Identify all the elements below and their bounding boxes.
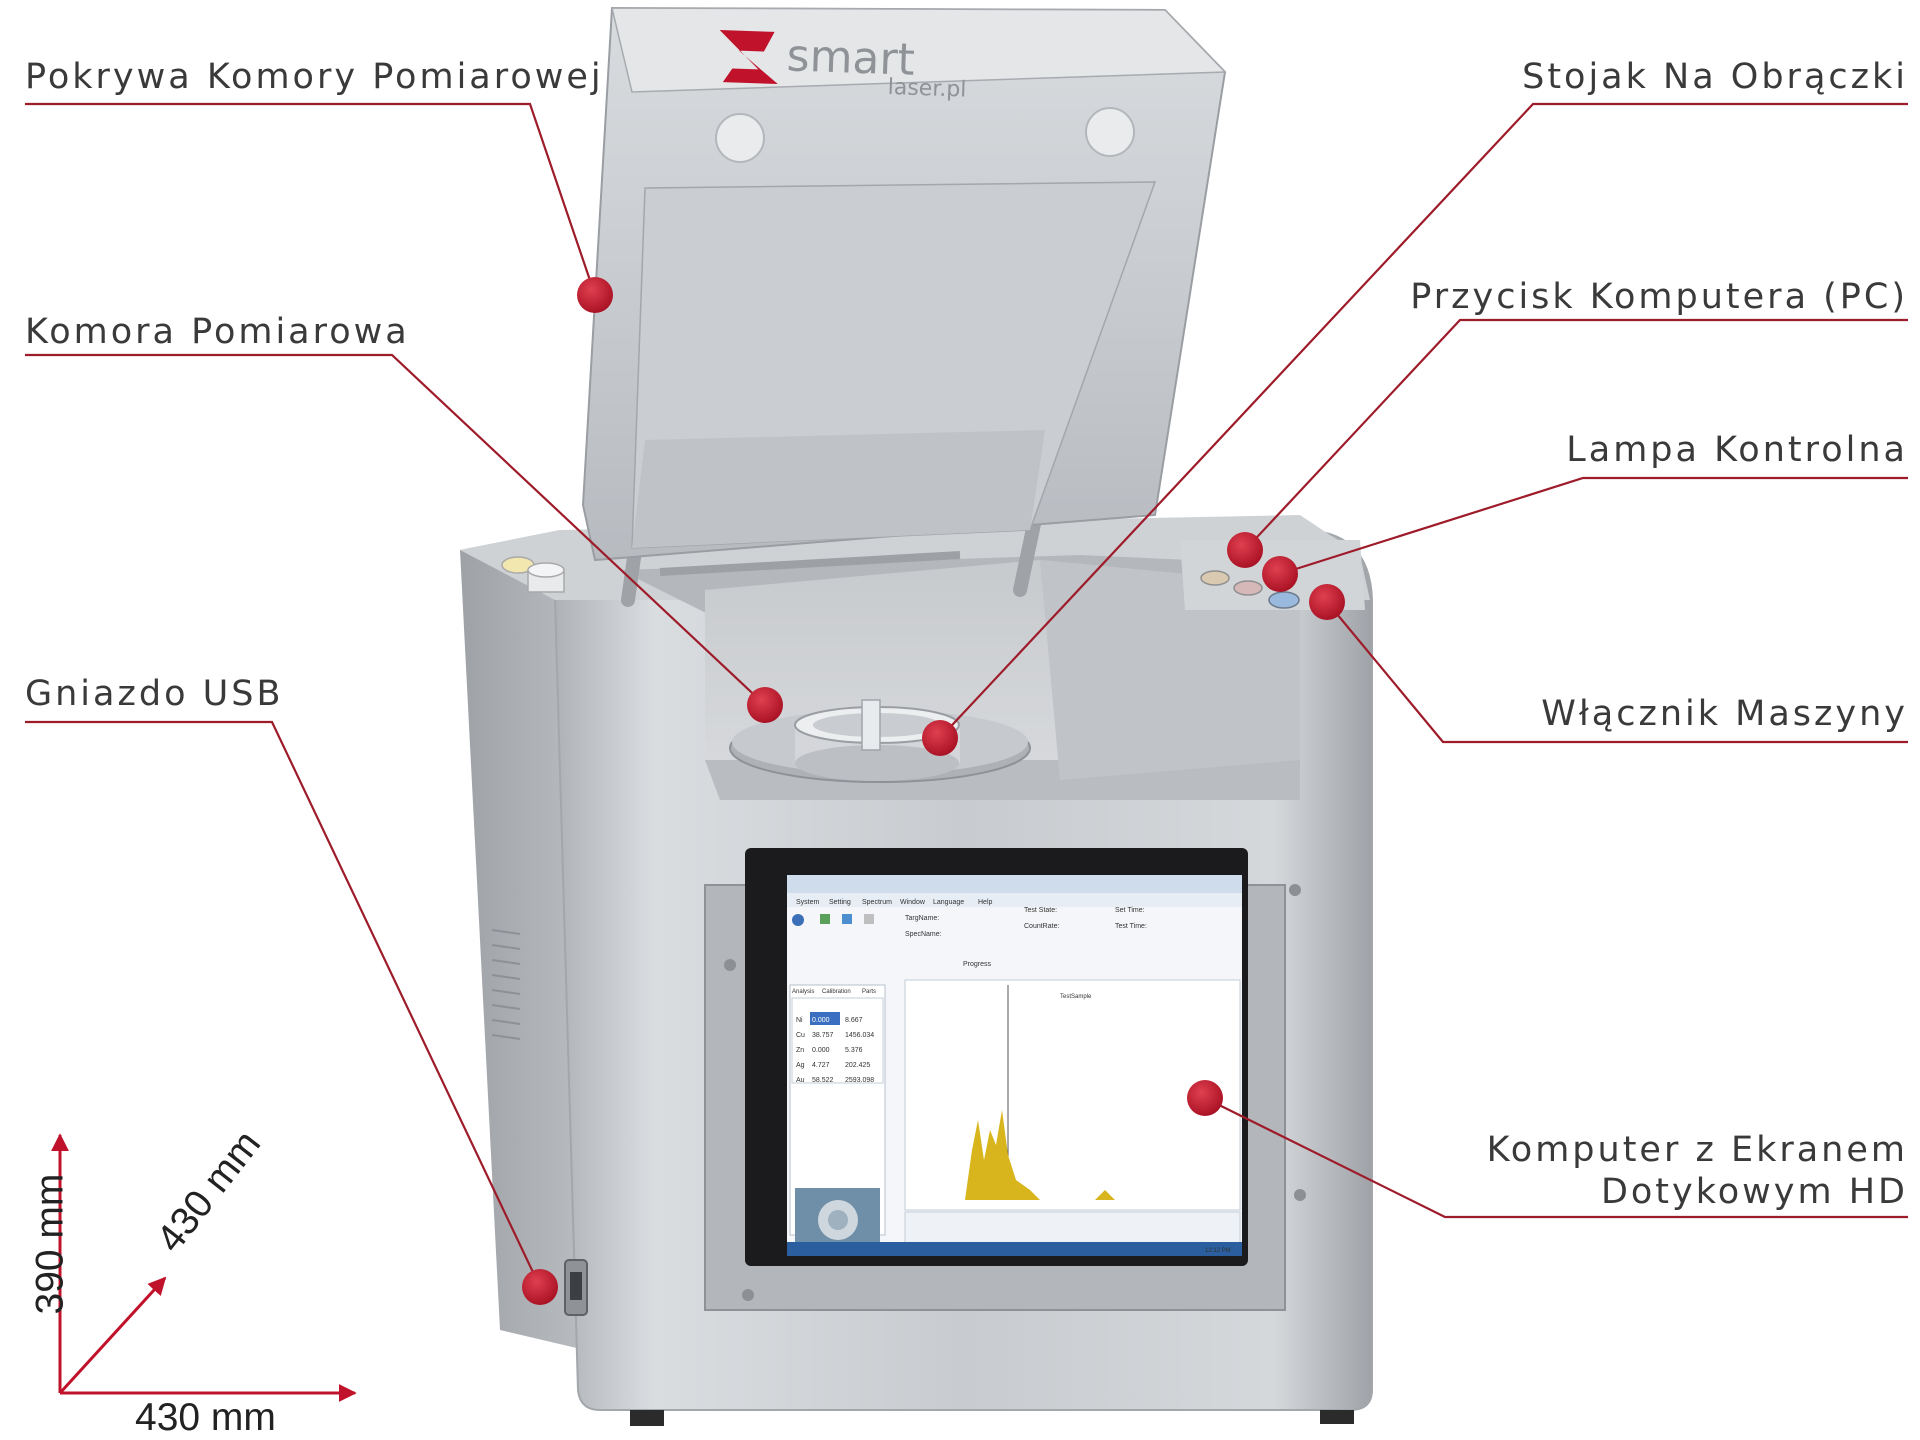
label-power: Włącznik Maszyny [1541, 694, 1908, 734]
menu-help[interactable]: Help [978, 899, 993, 906]
menu-spectrum[interactable]: Spectrum [862, 899, 892, 906]
svg-text:202.425: 202.425 [845, 1062, 870, 1069]
svg-text:4.727: 4.727 [812, 1062, 830, 1069]
svg-text:2593.098: 2593.098 [845, 1077, 874, 1084]
tab-analysis[interactable]: Analysis [792, 989, 814, 995]
usb-port [564, 1259, 588, 1316]
lid-pad-left [715, 113, 765, 163]
menu-language[interactable]: Language [933, 899, 964, 906]
side-vent [491, 929, 521, 1040]
label-usb: Gniazdo USB [25, 674, 284, 714]
svg-text:5.376: 5.376 [845, 1047, 863, 1054]
results-table: Ni Cu Zn Ag Au 0.000 38.757 0.000 4.727 … [791, 997, 884, 1084]
label-lid: Pokrywa Komory Pomiarowej [25, 57, 604, 97]
svg-text:58.522: 58.522 [812, 1077, 834, 1084]
brand-logo: smart laser.pl [719, 29, 967, 103]
dim-width: 430 mm [135, 1396, 276, 1439]
left-top-fittings [501, 556, 565, 593]
control-buttons [1200, 570, 1300, 609]
svg-text:SpecName:: SpecName: [905, 931, 942, 938]
svg-text:Test State:: Test State: [1024, 907, 1057, 914]
svg-text:Ag: Ag [796, 1062, 805, 1069]
tab-parts[interactable]: Parts [862, 989, 876, 995]
screen-toolbar [792, 914, 874, 926]
label-chamber: Komora Pomiarowa [25, 312, 410, 352]
dot-chamber [747, 687, 783, 723]
dot-pc-button [1227, 532, 1263, 568]
svg-text:12:12 PM: 12:12 PM [1205, 1248, 1231, 1254]
dot-power [1309, 584, 1345, 620]
svg-text:TargName:: TargName: [905, 915, 939, 922]
svg-text:Au: Au [796, 1077, 805, 1084]
dimension-arrows [51, 1133, 357, 1402]
dot-stand [922, 720, 958, 756]
tab-calibration[interactable]: Calibration [822, 989, 851, 995]
svg-text:0.000: 0.000 [812, 1017, 830, 1024]
label-computer-line1: Komputer z Ekranem [1486, 1130, 1908, 1170]
label-stand: Stojak Na Obrączki [1522, 57, 1908, 97]
svg-text:8.667: 8.667 [845, 1017, 863, 1024]
lid-pad-right [1085, 107, 1135, 157]
label-computer-line2: Dotykowym HD [1600, 1172, 1908, 1212]
ring-stand [794, 699, 960, 781]
dot-computer [1187, 1080, 1223, 1116]
svg-text:Test Time:: Test Time: [1115, 923, 1147, 930]
svg-text:Set Time:: Set Time: [1115, 907, 1145, 914]
dim-height: 390 mm [28, 1173, 72, 1315]
spectrum-peaks [912, 1110, 1200, 1200]
svg-text:TestSample: TestSample [1060, 994, 1092, 1000]
taskbar [787, 1242, 1242, 1256]
menu-system[interactable]: System [796, 899, 820, 906]
label-lamp: Lampa Kontrolna [1566, 430, 1908, 470]
svg-text:0.000: 0.000 [812, 1047, 830, 1054]
spectrum-chart [904, 979, 1241, 1211]
menu-window[interactable]: Window [900, 899, 926, 906]
svg-text:Ni: Ni [796, 1017, 803, 1024]
svg-text:38.757: 38.757 [812, 1032, 834, 1039]
svg-text:Cu: Cu [796, 1032, 805, 1039]
menu-setting[interactable]: Setting [829, 899, 851, 906]
dot-lamp [1262, 556, 1298, 592]
svg-text:Zn: Zn [796, 1047, 804, 1054]
label-pc-button: Przycisk Komputera (PC) [1410, 277, 1908, 317]
dot-lid [577, 277, 613, 313]
callout-dots [522, 277, 1345, 1305]
side-panel [460, 530, 585, 1350]
svg-text:Progress: Progress [963, 961, 992, 968]
screen-screws [724, 884, 1306, 1301]
svg-text:CountRate:: CountRate: [1024, 923, 1059, 930]
svg-text:smart: smart [786, 30, 916, 85]
svg-text:1456.034: 1456.034 [845, 1032, 874, 1039]
dot-usb [522, 1269, 558, 1305]
svg-text:laser.pl: laser.pl [887, 75, 967, 103]
leader-lines [25, 102, 1908, 1288]
